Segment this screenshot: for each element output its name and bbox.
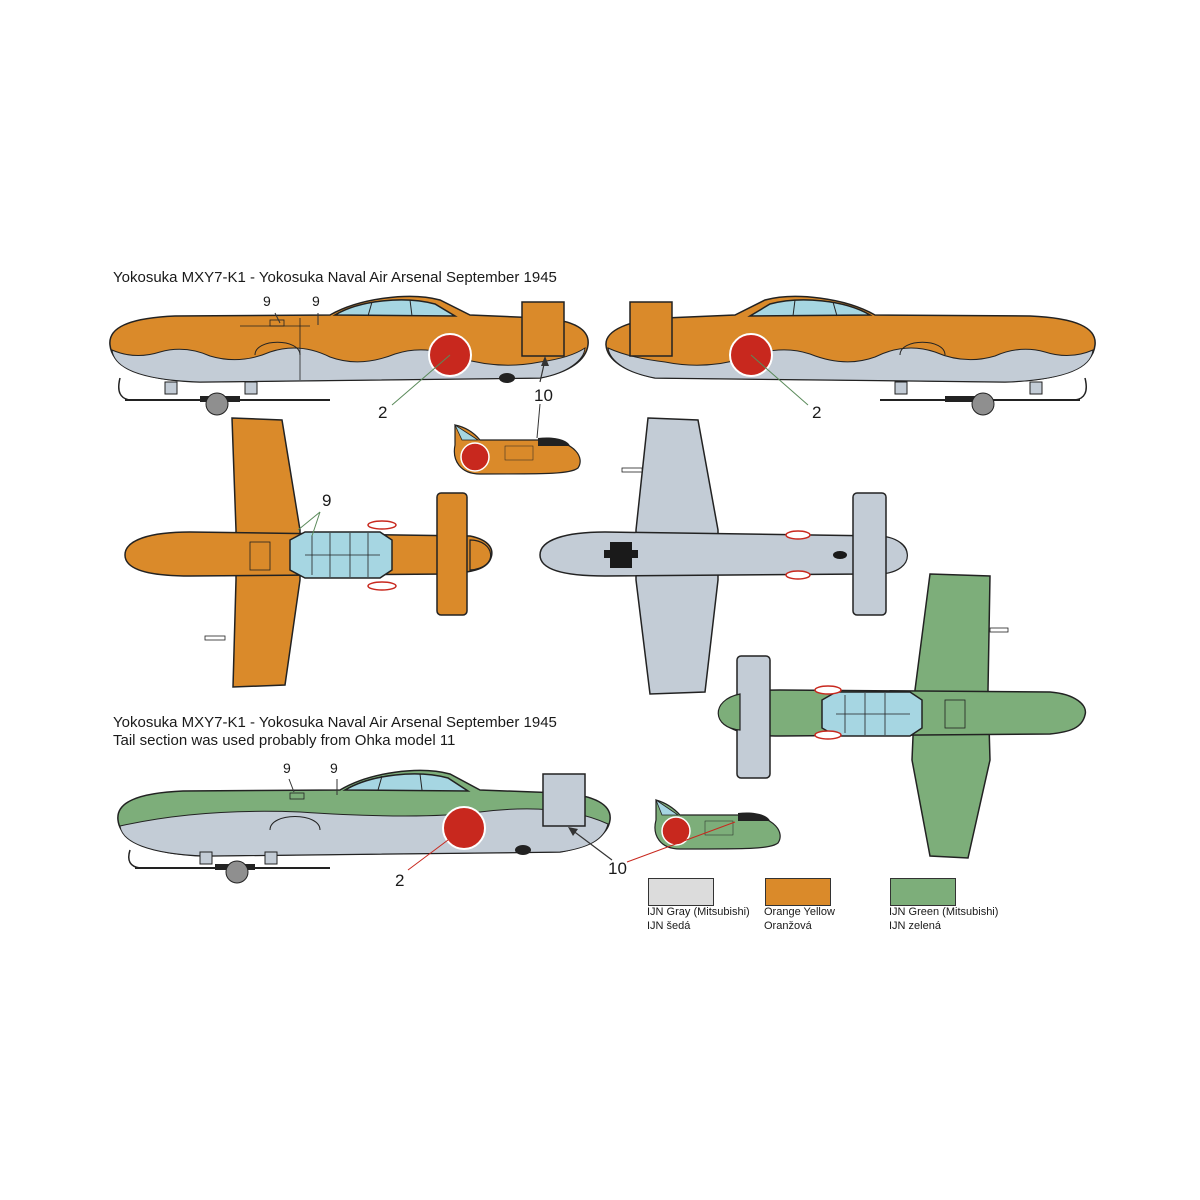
orange-right-profile [605, 295, 1096, 416]
callout-b-left-9a: 9 [283, 760, 291, 776]
orange-nose-detail [453, 423, 581, 475]
callout-b-left-2: 2 [395, 871, 404, 890]
leader-lines [274, 312, 809, 871]
callout-a-top-9: 9 [322, 491, 331, 510]
legend-swatch-green [890, 878, 956, 906]
callout-a-left-10: 10 [534, 386, 553, 405]
orange-top-view [124, 417, 493, 688]
profile-a-title: Yokosuka MXY7-K1 - Yokosuka Naval Air Ar… [113, 269, 557, 286]
legend-swatch-gray [648, 878, 714, 906]
callout-a-left-9a: 9 [263, 293, 271, 309]
gray-bottom-view [539, 417, 908, 695]
legend-label-green-2: IJN zelená [889, 920, 941, 932]
legend-label-orange-2: Oranžová [764, 920, 812, 932]
green-top-view [717, 573, 1087, 859]
callout-b-left-9b: 9 [330, 760, 338, 776]
orange-left-profile [109, 295, 589, 416]
callout-b-left-10: 10 [608, 859, 627, 878]
legend-swatch-orange [765, 878, 831, 906]
callout-a-left-9b: 9 [312, 293, 320, 309]
legend-label-gray-2: IJN šedá [647, 920, 691, 932]
green-left-profile [117, 769, 611, 884]
legend-label-green-1: IJN Green (Mitsubishi) [889, 906, 999, 918]
callout-a-left-2: 2 [378, 403, 387, 422]
profile-b-note: Tail section was used probably from Ohka… [113, 732, 456, 749]
profile-b-title: Yokosuka MXY7-K1 - Yokosuka Naval Air Ar… [113, 714, 557, 731]
legend-label-gray-1: IJN Gray (Mitsubishi) [647, 906, 750, 918]
legend-label-orange-1: Orange Yellow [764, 906, 835, 918]
callout-a-right-2: 2 [812, 403, 821, 422]
green-nose-detail [654, 798, 781, 850]
